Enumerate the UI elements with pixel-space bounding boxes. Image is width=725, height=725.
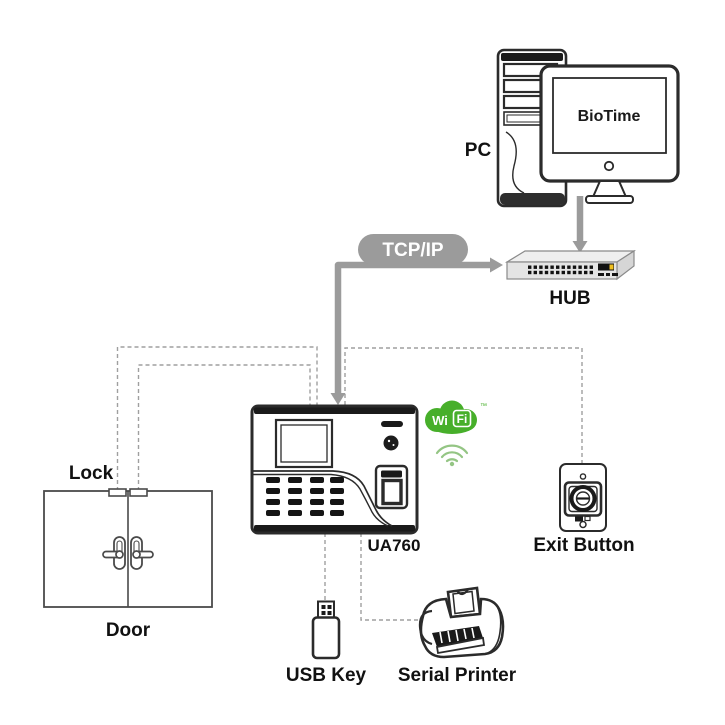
door-handle-right: [130, 536, 154, 570]
wire-serial-printer: [360, 533, 420, 621]
device-speaker-slot: [381, 421, 403, 427]
ua760-label: UA760: [368, 536, 421, 555]
tcpip-badge: TCP/IP: [358, 234, 468, 265]
wire-exit-button: [344, 347, 583, 463]
pc-hub-arrow: [572, 196, 588, 253]
tcpip-label: TCP/IP: [382, 240, 444, 261]
wifi-fi-label: Fi: [457, 412, 468, 426]
wifi-wi-label: Wi: [432, 413, 448, 428]
lock-plate-left: [108, 488, 127, 497]
network-connector: [330, 257, 503, 405]
fingerprint-reader: [374, 464, 409, 510]
exit-button: [559, 463, 607, 532]
ua760-device: [250, 404, 419, 535]
exit-button-label: Exit Button: [533, 535, 634, 556]
usb-key: [311, 600, 341, 660]
pc-monitor: BioTime: [539, 64, 680, 204]
lock-label: Lock: [69, 463, 114, 484]
door: [43, 488, 213, 608]
monitor-screen-label: BioTime: [578, 108, 641, 125]
hub-switch: [504, 249, 637, 281]
wire-lock-right: [137, 364, 311, 491]
wifi-trademark: ™: [480, 403, 487, 410]
wire-lock-left: [116, 346, 318, 491]
device-keypad: [266, 477, 344, 516]
wifi-logo-icon: Wi Fi ™: [425, 400, 487, 434]
wifi-waves-icon: [435, 444, 469, 467]
hub-label: HUB: [549, 288, 590, 309]
door-label: Door: [106, 620, 151, 641]
serial-printer: [418, 586, 505, 659]
pc-label: PC: [465, 140, 492, 161]
usb-key-label: USB Key: [286, 665, 367, 686]
serial-printer-label: Serial Printer: [398, 665, 517, 686]
device-camera: [383, 435, 399, 451]
hub-indicator-led: [609, 264, 614, 270]
door-handle-left: [102, 536, 126, 570]
lock-plate-right: [129, 488, 148, 497]
